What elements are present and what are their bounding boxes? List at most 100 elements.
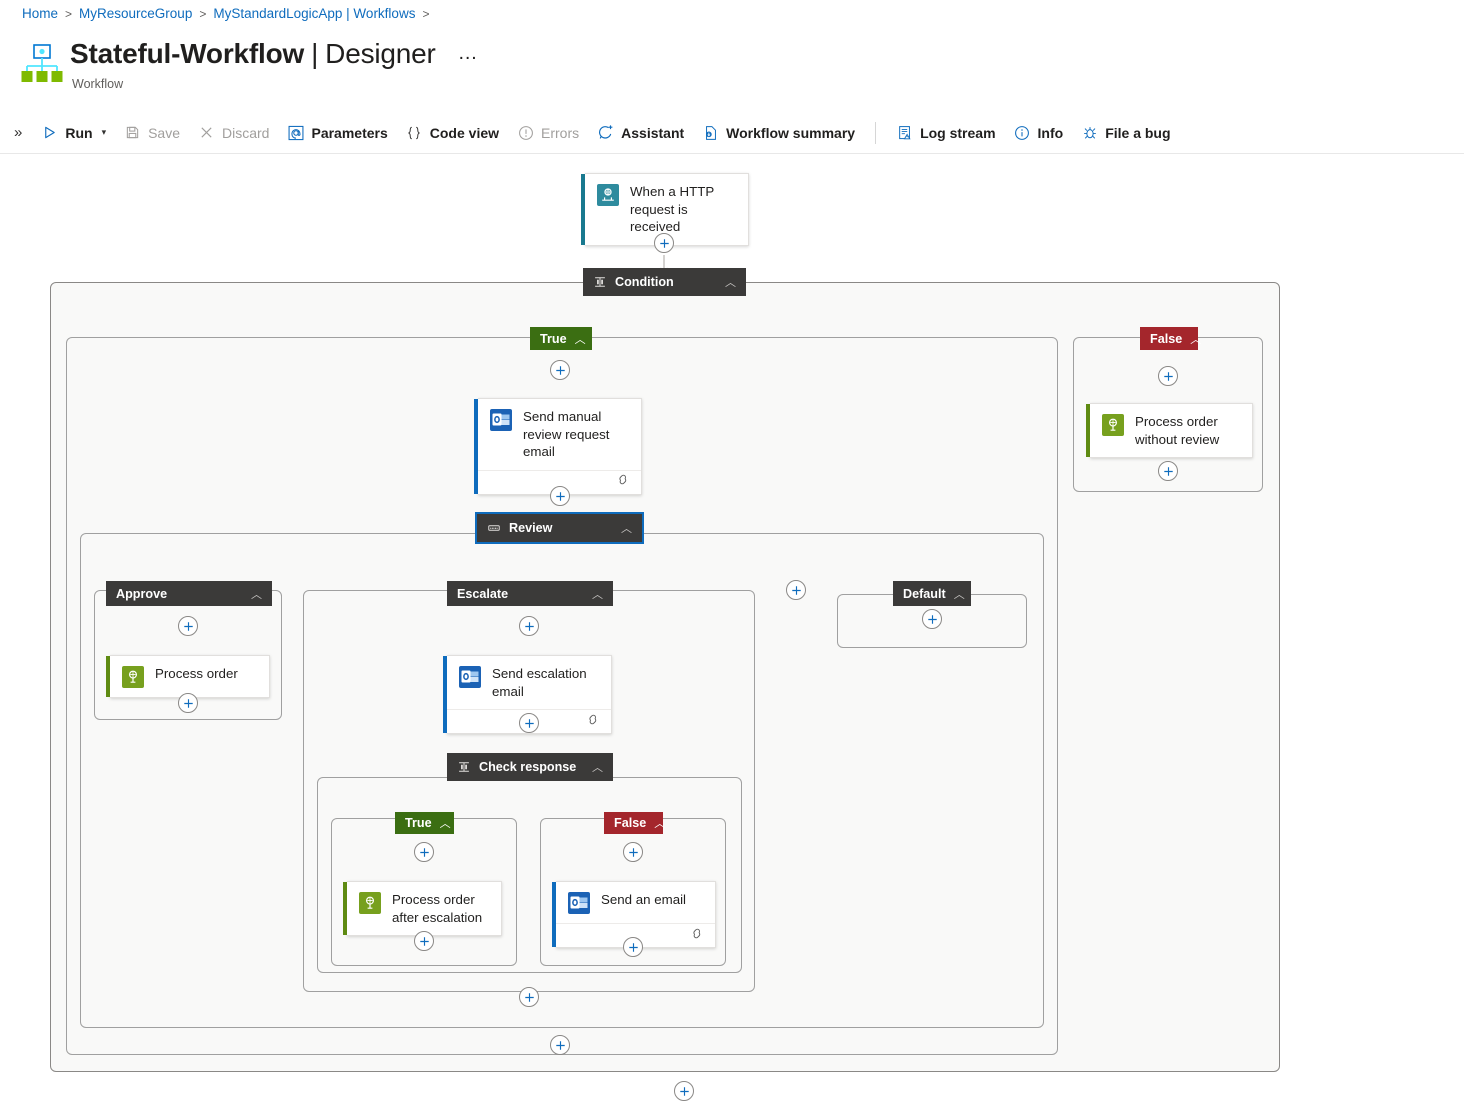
action-label: Send manual review request email [523,409,610,459]
inner-true-chip[interactable]: True ︿ [395,812,454,834]
breadcrumb-item-logic-app[interactable]: MyStandardLogicApp | Workflows [213,6,416,21]
error-circle-icon [517,124,534,141]
add-step-button[interactable] [1158,366,1178,386]
condition-node-check-response[interactable]: Check response ︿ [447,753,613,781]
connection-link-icon[interactable] [691,927,705,945]
add-step-button[interactable] [550,1035,570,1055]
action-card-process-order[interactable]: Process order [106,655,270,698]
condition-icon [457,760,471,774]
workflow-designer-canvas[interactable]: When a HTTP request is received Conditio… [0,155,1464,1108]
add-step-button[interactable] [922,609,942,629]
page-title: Stateful-Workflow | Designer … [70,36,479,75]
connection-link-icon[interactable] [617,473,631,491]
workflow-summary-button[interactable]: Workflow summary [693,119,864,146]
chevron-down-icon[interactable]: ▾ [101,127,107,137]
add-step-button[interactable] [178,693,198,713]
document-download-icon [702,124,719,141]
action-footer [478,469,641,494]
chevron-up-icon[interactable]: ︿ [574,333,586,346]
curly-braces-icon [406,124,423,141]
add-step-button[interactable] [519,616,539,636]
add-step-button[interactable] [414,931,434,951]
chevron-up-icon[interactable]: ︿ [621,523,632,535]
compose-icon [1102,414,1124,436]
run-button[interactable]: Run ▾ [32,119,115,146]
save-icon [124,124,141,141]
log-stream-button[interactable]: Log stream [887,119,1004,146]
more-options-button[interactable]: … [457,42,480,64]
action-label: Send an email [601,892,687,907]
chevron-up-icon[interactable]: ︿ [592,588,603,601]
info-button[interactable]: Info [1005,119,1073,146]
page-title-separator: | [311,38,319,69]
logic-app-icon [20,42,64,86]
action-footer [556,923,715,947]
condition-node[interactable]: Condition ︿ [583,268,746,296]
action-accent-bar [443,656,447,733]
connection-link-icon[interactable] [587,713,601,731]
inner-true-label: True [405,816,432,830]
false-branch-chip[interactable]: False ︿ [1140,327,1202,350]
compose-icon [122,666,144,688]
page-title-section: Designer [325,38,436,69]
chevron-up-icon[interactable]: ︿ [439,818,451,830]
true-branch-chip[interactable]: True ︿ [530,327,592,350]
assistant-button[interactable]: Assistant [588,119,693,146]
expand-panel-icon[interactable]: » [14,124,23,141]
chevron-up-icon[interactable]: ︿ [654,818,666,830]
add-step-button[interactable] [1158,461,1178,481]
breadcrumb-separator-icon: > [422,6,430,21]
chevron-up-icon[interactable]: ︿ [725,277,736,289]
action-accent-bar [552,882,556,947]
switch-node-review[interactable]: Review ︿ [475,512,644,544]
condition-icon [593,275,607,289]
breadcrumb-item-home[interactable]: Home [22,6,59,21]
compose-icon [359,892,381,914]
action-accent-bar [343,882,347,935]
page-header: Stateful-Workflow | Designer … Workflow [20,36,479,91]
trigger-label: When a HTTP request is received [630,184,714,234]
action-label: Process order [155,666,238,681]
condition-label: Condition [615,275,674,289]
page-subtitle: Workflow [72,77,124,91]
parameters-button[interactable]: Parameters [278,119,396,146]
code-view-button[interactable]: Code view [397,119,508,146]
add-case-button[interactable] [786,580,806,600]
add-step-button[interactable] [178,616,198,636]
case-chip-escalate[interactable]: Escalate ︿ [447,581,613,606]
action-card-process-order-after-escalation[interactable]: Process order after escalation [343,881,502,936]
case-chip-default[interactable]: Default ︿ [893,581,971,606]
case-chip-approve[interactable]: Approve ︿ [106,581,272,606]
add-step-button[interactable] [519,987,539,1007]
action-card-send-manual-review-request-email[interactable]: Send manual review request email [474,398,642,495]
save-button[interactable]: Save [115,119,189,146]
inner-false-chip[interactable]: False ︿ [604,812,666,834]
action-accent-bar [1086,404,1090,457]
play-icon [41,124,58,141]
add-step-button[interactable] [623,937,643,957]
add-step-button[interactable] [414,842,434,862]
add-step-button[interactable] [550,360,570,380]
errors-button[interactable]: Errors [508,119,588,146]
chevron-up-icon[interactable]: ︿ [1190,333,1202,346]
file-a-bug-label: File a bug [1105,124,1171,141]
chevron-up-icon[interactable]: ︿ [592,762,603,774]
chevron-up-icon[interactable]: ︿ [953,588,965,601]
chevron-up-icon[interactable]: ︿ [251,588,262,601]
outlook-icon [490,409,512,431]
add-step-button[interactable] [674,1081,694,1101]
add-step-button[interactable] [519,713,539,733]
action-card-send-escalation-email[interactable]: Send escalation email [443,655,612,734]
command-toolbar: » Run ▾ Save Discard Parameters [0,112,1464,154]
inner-false-label: False [614,816,647,830]
discard-button[interactable]: Discard [189,119,278,146]
action-card-process-order-without-review[interactable]: Process order without review [1086,403,1253,458]
add-step-button[interactable] [654,233,674,253]
toolbar-divider [875,121,877,144]
action-card-send-an-email[interactable]: Send an email [552,881,716,948]
breadcrumb-item-resource-group[interactable]: MyResourceGroup [79,6,193,21]
close-icon [198,124,215,141]
add-step-button[interactable] [550,486,570,506]
file-a-bug-button[interactable]: File a bug [1072,119,1179,146]
add-step-button[interactable] [623,842,643,862]
